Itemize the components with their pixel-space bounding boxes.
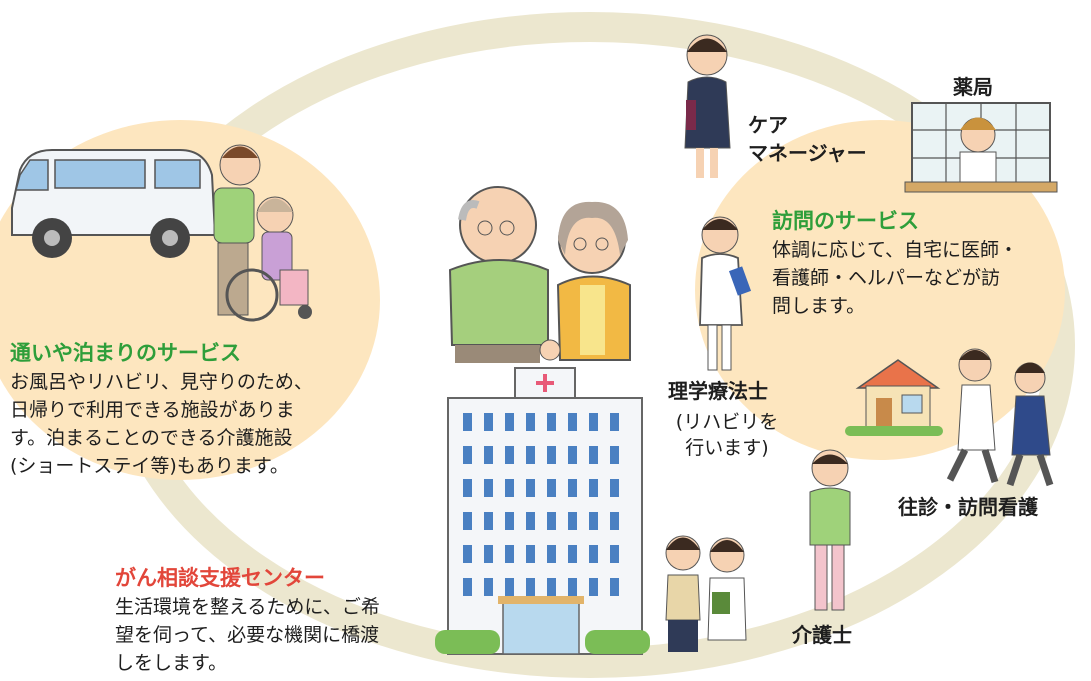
hospital-window (547, 413, 556, 431)
day-service-line-4: (ショートステイ等)もあります。 (10, 455, 289, 477)
visit-service-line-2: 看護師・ヘルパーなどが訪 (772, 267, 1001, 289)
hospital-window (484, 578, 493, 596)
visit-service-line-3: 問します。 (772, 295, 866, 317)
hospital-window (610, 446, 619, 464)
pharmacy-icon (904, 102, 1058, 193)
hospital-window (505, 578, 514, 596)
hospital-icon (435, 367, 650, 655)
cancer-center-heading: がん相談支援センター (115, 566, 325, 590)
day-service-heading: 通いや泊まりのサービス (10, 341, 241, 365)
visit-service-heading: 訪問のサービス (772, 209, 919, 233)
hospital-window (610, 545, 619, 563)
cancer-center-line-3: しをします。 (115, 652, 228, 674)
hospital-window (484, 512, 493, 530)
house-icon (845, 359, 943, 436)
hospital-window (526, 446, 535, 464)
hospital-window (589, 578, 598, 596)
home-visit-label: 往診・訪問看護 (898, 495, 1038, 519)
hospital-window (568, 413, 577, 431)
pharmacy-label: 薬局 (953, 75, 993, 99)
care-manager-label-2: マネージャー (748, 141, 867, 165)
hospital-window (547, 479, 556, 497)
hospital-window (463, 545, 472, 563)
hospital-window (526, 413, 535, 431)
care-worker-label: 介護士 (792, 623, 852, 647)
day-service-line-2: 日帰りで利用できる施設がありま (10, 399, 295, 421)
physio-label: 理学療法士 (668, 379, 768, 403)
van-icon (11, 149, 217, 258)
hospital-window (463, 578, 472, 596)
care-worker-icon (809, 449, 851, 611)
hospital-window (610, 512, 619, 530)
hospital-window (526, 479, 535, 497)
hospital-window (547, 512, 556, 530)
visit-service-line-1: 体調に応じて、自宅に医師・ (772, 239, 1019, 261)
cancer-center-line-1: 生活環境を整えるために、ご希 (115, 596, 380, 618)
hospital-window (589, 446, 598, 464)
hospital-window (610, 479, 619, 497)
nurse-icon (946, 348, 1054, 487)
care-manager-label-1: ケア (748, 113, 788, 137)
hospital-window (463, 512, 472, 530)
hospital-window (547, 578, 556, 596)
hospital-window (463, 413, 472, 431)
hospital-window (505, 413, 514, 431)
hospital-window (547, 545, 556, 563)
elderly-couple-icon (448, 186, 631, 363)
hospital-window (484, 545, 493, 563)
hospital-window (526, 578, 535, 596)
hospital-window (568, 578, 577, 596)
hospital-window (568, 479, 577, 497)
hospital-window (526, 512, 535, 530)
consultant-staff-icon (665, 535, 747, 652)
hospital-window (547, 446, 556, 464)
hospital-window (463, 479, 472, 497)
hospital-window (505, 545, 514, 563)
day-service-line-1: お風呂やリハビリ、見守りのため、 (10, 371, 313, 393)
hospital-window (610, 578, 619, 596)
hospital-window (568, 512, 577, 530)
cancer-center-line-2: 望を伺って、必要な機関に橋渡 (115, 624, 380, 646)
hospital-window (610, 413, 619, 431)
hospital-window (589, 545, 598, 563)
care-manager-icon (684, 34, 731, 178)
physio-note-2: 行います) (685, 437, 769, 459)
hospital-window (568, 446, 577, 464)
hospital-window (568, 545, 577, 563)
hospital-window (526, 545, 535, 563)
hospital-window (589, 413, 598, 431)
physio-note-1: (リハビリを (675, 411, 779, 433)
hospital-window (463, 446, 472, 464)
hospital-window (505, 479, 514, 497)
wheelchair-icon (213, 144, 312, 322)
hospital-window (484, 413, 493, 431)
hospital-window (505, 512, 514, 530)
day-service-line-3: す。泊まることのできる介護施設 (10, 427, 293, 449)
hospital-window (484, 446, 493, 464)
doctor-icon (699, 216, 752, 371)
hospital-window (589, 512, 598, 530)
hospital-window (589, 479, 598, 497)
hospital-window (484, 479, 493, 497)
hospital-window (505, 446, 514, 464)
